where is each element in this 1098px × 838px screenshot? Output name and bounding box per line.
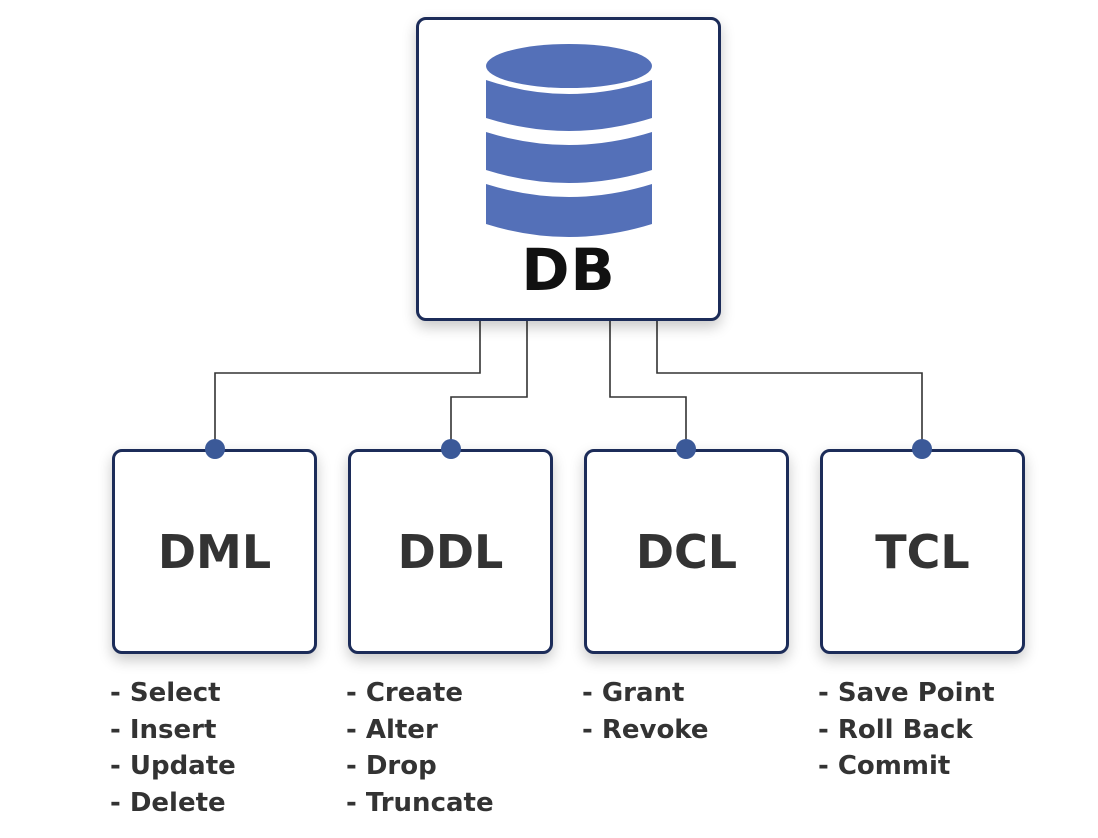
- connector-ddl: [450, 321, 528, 449]
- category-label-ddl: DDL: [397, 525, 504, 579]
- connector-tcl: [656, 321, 923, 449]
- command-item: - Insert: [110, 714, 217, 745]
- command-item: - Alter: [346, 714, 438, 745]
- connector-dcl: [609, 321, 687, 449]
- category-label-tcl: TCL: [875, 525, 970, 579]
- connector-dot-dml: [205, 439, 225, 459]
- connector-dot-dcl: [676, 439, 696, 459]
- command-item: - Save Point: [818, 678, 995, 708]
- command-item: - Delete: [110, 787, 226, 818]
- database-label: DB: [521, 236, 616, 304]
- category-box-ddl: DDL: [348, 449, 553, 654]
- command-list-ddl: - Create - Alter - Drop - Truncate: [346, 675, 494, 821]
- database-icon: [486, 44, 652, 237]
- command-item: - Commit: [818, 751, 951, 781]
- command-list-tcl: - Save Point - Roll Back - Commit: [818, 675, 995, 785]
- category-label-dml: DML: [157, 525, 272, 579]
- category-box-tcl: TCL: [820, 449, 1025, 654]
- database-node: DB: [416, 17, 721, 321]
- command-item: - Truncate: [346, 787, 494, 818]
- command-list-dcl: - Grant - Revoke: [582, 675, 709, 748]
- category-box-dcl: DCL: [584, 449, 789, 654]
- command-list-dml: - Select - Insert - Update - Delete: [110, 675, 236, 821]
- command-item: - Drop: [346, 751, 437, 781]
- connector-dml: [214, 321, 481, 449]
- command-item: - Roll Back: [818, 714, 973, 745]
- command-item: - Create: [346, 678, 463, 708]
- connector-dot-ddl: [441, 439, 461, 459]
- command-item: - Update: [110, 751, 236, 781]
- connector-dot-tcl: [912, 439, 932, 459]
- category-label-dcl: DCL: [635, 525, 738, 579]
- command-item: - Grant: [582, 678, 685, 708]
- command-item: - Revoke: [582, 714, 709, 745]
- category-box-dml: DML: [112, 449, 317, 654]
- command-item: - Select: [110, 678, 221, 708]
